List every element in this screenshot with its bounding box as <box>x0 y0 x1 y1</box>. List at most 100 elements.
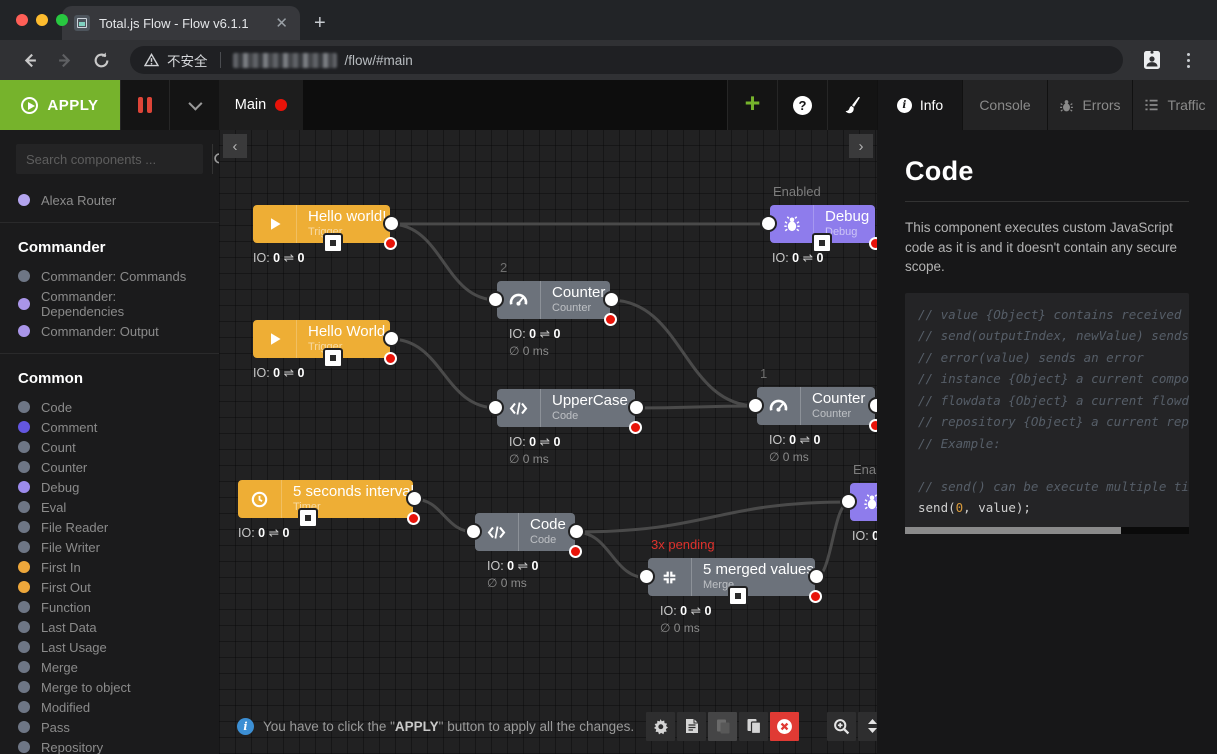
tab-errors[interactable]: Errors <box>1047 80 1132 130</box>
window-controls[interactable] <box>16 14 68 26</box>
forward-button[interactable] <box>50 45 80 75</box>
node-uppercase[interactable]: UpperCaseCode <box>497 389 635 427</box>
error-indicator[interactable] <box>604 313 617 326</box>
node-settings-button[interactable] <box>323 233 343 253</box>
component-item-comment[interactable]: Comment <box>0 417 219 437</box>
browser-menu-button[interactable] <box>1173 45 1203 75</box>
input-port[interactable] <box>487 399 504 416</box>
component-item-file-writer[interactable]: File Writer <box>0 537 219 557</box>
component-item-last-usage[interactable]: Last Usage <box>0 637 219 657</box>
search-button[interactable] <box>212 144 219 174</box>
zoom-in-button[interactable] <box>827 712 856 741</box>
wire[interactable] <box>635 406 757 408</box>
flow-canvas[interactable]: ‹ › Hello world!TriggerIO: 0 ⇌ 0DebugDeb… <box>219 130 877 754</box>
component-item-code[interactable]: Code <box>0 397 219 417</box>
component-item-repository[interactable]: Repository <box>0 737 219 754</box>
wire[interactable] <box>575 532 648 578</box>
flow-tab-main[interactable]: Main <box>219 80 303 130</box>
input-port[interactable] <box>747 397 764 414</box>
input-port[interactable] <box>638 568 655 585</box>
component-item-debug[interactable]: Debug <box>0 477 219 497</box>
scroll-left-button[interactable]: ‹ <box>223 134 247 158</box>
output-port[interactable] <box>603 291 620 308</box>
output-port[interactable] <box>383 215 400 232</box>
node-debug-2[interactable]: DebugDebug <box>850 483 877 521</box>
error-indicator[interactable] <box>629 421 642 434</box>
component-item-commander-output[interactable]: Commander: Output <box>0 321 219 341</box>
wire[interactable] <box>575 502 850 532</box>
window-minimize-button[interactable] <box>36 14 48 26</box>
zoom-fit-button[interactable] <box>858 712 877 741</box>
error-indicator[interactable] <box>384 237 397 250</box>
output-port[interactable] <box>808 568 825 585</box>
browser-tab[interactable]: Total.js Flow - Flow v6.1.1 ✕ <box>62 6 300 40</box>
pause-button[interactable] <box>120 80 169 130</box>
profile-icon[interactable] <box>1137 45 1167 75</box>
input-port[interactable] <box>840 493 857 510</box>
input-port[interactable] <box>487 291 504 308</box>
security-label[interactable]: 不安全 <box>167 50 208 70</box>
node-debug-1[interactable]: DebugDebug <box>770 205 875 243</box>
window-close-button[interactable] <box>16 14 28 26</box>
scroll-right-button[interactable]: › <box>849 134 873 158</box>
file-button[interactable] <box>677 712 706 741</box>
address-bar[interactable]: 不安全 /flow/#main <box>130 46 1123 74</box>
component-item-pass[interactable]: Pass <box>0 717 219 737</box>
scrollbar-thumb[interactable] <box>905 527 1121 534</box>
node-settings-button[interactable] <box>298 508 318 528</box>
remove-button[interactable] <box>770 712 799 741</box>
output-port[interactable] <box>628 399 645 416</box>
wire[interactable] <box>390 339 497 408</box>
output-port[interactable] <box>383 330 400 347</box>
component-item-commander-dependencies[interactable]: Commander: Dependencies <box>0 286 219 321</box>
error-indicator[interactable] <box>569 545 582 558</box>
component-item-merge[interactable]: Merge <box>0 657 219 677</box>
node-settings-button[interactable] <box>323 348 343 368</box>
component-item-commander-commands[interactable]: Commander: Commands <box>0 266 219 286</box>
wire[interactable] <box>390 224 497 300</box>
output-port[interactable] <box>406 490 423 507</box>
component-item-last-data[interactable]: Last Data <box>0 617 219 637</box>
output-port[interactable] <box>568 523 585 540</box>
help-button[interactable]: ? <box>777 80 827 130</box>
component-item-file-reader[interactable]: File Reader <box>0 517 219 537</box>
component-item-count[interactable]: Count <box>0 437 219 457</box>
search-input[interactable] <box>16 152 212 167</box>
node-timer[interactable]: 5 seconds intervalTimer <box>238 480 413 518</box>
tab-traffic[interactable]: Traffic <box>1132 80 1217 130</box>
apply-button[interactable]: APPLY <box>0 80 120 130</box>
node-settings-button[interactable] <box>812 233 832 253</box>
reload-button[interactable] <box>86 45 116 75</box>
error-indicator[interactable] <box>407 512 420 525</box>
error-indicator[interactable] <box>384 352 397 365</box>
node-code[interactable]: CodeCode <box>475 513 575 551</box>
error-indicator[interactable] <box>869 419 877 432</box>
add-flow-button[interactable]: + <box>727 80 777 130</box>
error-indicator[interactable] <box>869 237 877 250</box>
node-settings-button[interactable] <box>728 586 748 606</box>
input-port[interactable] <box>760 215 777 232</box>
wire[interactable] <box>815 502 850 578</box>
paste-button[interactable] <box>708 712 737 741</box>
error-indicator[interactable] <box>809 590 822 603</box>
component-item-counter[interactable]: Counter <box>0 457 219 477</box>
component-item-eval[interactable]: Eval <box>0 497 219 517</box>
copy-button[interactable] <box>739 712 768 741</box>
component-item-function[interactable]: Function <box>0 597 219 617</box>
tab-console[interactable]: Console <box>962 80 1047 130</box>
tab-close-icon[interactable]: ✕ <box>273 14 290 33</box>
component-item-first-out[interactable]: First Out <box>0 577 219 597</box>
code-horizontal-scrollbar[interactable] <box>905 527 1189 534</box>
menu-dropdown-button[interactable] <box>169 80 218 130</box>
node-hello-world-2[interactable]: Hello WorldTrigger <box>253 320 390 358</box>
node-hello-world-1[interactable]: Hello world!Trigger <box>253 205 390 243</box>
component-item-first-in[interactable]: First In <box>0 557 219 577</box>
input-port[interactable] <box>465 523 482 540</box>
design-button[interactable] <box>827 80 877 130</box>
code-sample[interactable]: // value {Object} contains received data… <box>905 293 1189 534</box>
node-counter-1[interactable]: CounterCounter <box>757 387 875 425</box>
new-tab-button[interactable]: + <box>314 13 326 33</box>
window-zoom-button[interactable] <box>56 14 68 26</box>
component-item-modified[interactable]: Modified <box>0 697 219 717</box>
component-item-alexa-router[interactable]: Alexa Router <box>0 190 219 210</box>
